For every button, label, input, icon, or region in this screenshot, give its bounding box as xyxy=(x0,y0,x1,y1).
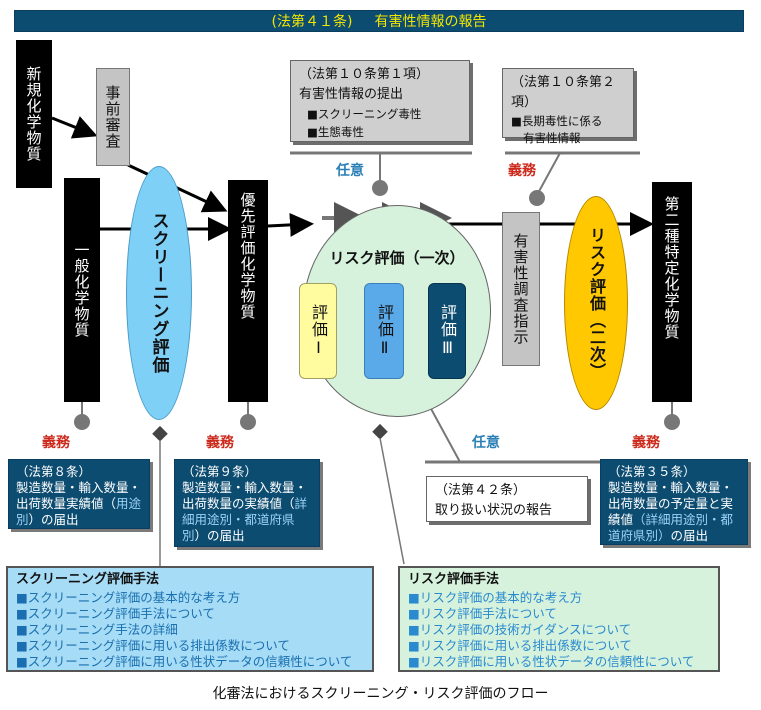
risk-method-link-3[interactable]: ■リスク評価の技術ガイダンスについて xyxy=(408,622,632,637)
required-label-art9: 義務 xyxy=(206,435,234,451)
general-chemical-box: 一般化学物質 xyxy=(64,178,100,402)
header-article: (法第４１条) xyxy=(271,14,353,30)
header-title: 有害性情報の報告 xyxy=(374,14,487,30)
screening-evaluation-ellipse: スクリーニング評価 xyxy=(126,166,192,420)
eval-2-box: 評価Ⅱ xyxy=(364,283,404,379)
callout-article42: （法第４２条） 取り扱い状況の報告 xyxy=(426,476,588,522)
risk-evaluation-secondary-ellipse: リスク評価（二次） xyxy=(564,196,628,410)
hazard-survey-instruction-box: 有害性調査指示 xyxy=(502,212,540,366)
notice-article35: （法第３５条） 製造数量・輸入数量・出荷数量の予定量と実績値（詳細用途別・都道府… xyxy=(600,459,748,545)
required-label-1: 義務 xyxy=(508,163,536,179)
screening-method-link-3[interactable]: ■スクリーニング手法の詳細 xyxy=(16,622,178,637)
risk-method-link-2[interactable]: ■リスク評価手法について xyxy=(408,606,557,621)
eval-1-box: 評価Ⅰ xyxy=(299,283,337,379)
screening-method-link-2[interactable]: ■スクリーニング評価手法について xyxy=(16,606,215,621)
screening-method-title: スクリーニング評価手法 xyxy=(16,572,160,587)
notice-article9: （法第９条） 製造数量・輸入数量・出荷数量の実績値（詳細用途別・都道府県別）の届… xyxy=(174,459,320,547)
required-label-art8: 義務 xyxy=(42,435,70,451)
figure-caption: 化審法におけるスクリーニング・リスク評価のフロー xyxy=(212,686,549,702)
pre-review-box: 事前審査 xyxy=(96,68,130,166)
eval-3-box: 評価Ⅲ xyxy=(428,283,466,379)
class2-specified-chemical-box: 第二種特定化学物質 xyxy=(652,182,692,402)
arrow-priority-to-risk xyxy=(267,212,314,237)
notice-article8: （法第８条） 製造数量・輸入数量・出荷数量実績値（用途別）の届出 xyxy=(8,459,150,529)
optional-label-1: 任意 xyxy=(336,163,364,179)
screening-method-panel: スクリーニング評価手法 ■スクリーニング評価の基本的な考え方 ■スクリーニング評… xyxy=(6,566,374,672)
optional-label-2: 任意 xyxy=(472,435,500,451)
risk-method-title: リスク評価手法 xyxy=(408,572,500,587)
priority-chemical-box: 優先評価化学物質 xyxy=(228,180,268,402)
screening-method-link-5[interactable]: ■スクリーニング評価に用いる性状データの信頼性について xyxy=(16,654,353,669)
risk-method-link-4[interactable]: ■リスク評価に用いる排出係数について xyxy=(408,638,632,653)
risk-method-link-5[interactable]: ■リスク評価に用いる性状データの信頼性について xyxy=(408,654,695,669)
required-label-art35: 義務 xyxy=(632,435,660,451)
risk-method-link-1[interactable]: ■リスク評価の基本的な考え方 xyxy=(408,590,583,605)
arrow-new-to-review xyxy=(51,116,98,139)
new-chemical-box: 新規化学物質 xyxy=(16,40,52,188)
risk-method-panel: リスク評価手法 ■リスク評価の基本的な考え方 ■リスク評価手法について ■リスク… xyxy=(398,566,720,672)
screening-method-link-4[interactable]: ■スクリーニング評価に用いる排出係数について xyxy=(16,638,290,653)
header-bar: (法第４１条) 有害性情報の報告 xyxy=(14,10,744,32)
callout-article10-1: （法第１０条第１項） 有害性情報の提出 ■スクリーニング毒性 ■生態毒性 xyxy=(290,60,470,142)
screening-method-link-1[interactable]: ■スクリーニング評価の基本的な考え方 xyxy=(16,590,241,605)
risk-primary-title: リスク評価（一次） xyxy=(329,249,465,267)
callout-article10-2: （法第１０条第２項） ■長期毒性に係る 有害性情報 xyxy=(502,68,634,145)
